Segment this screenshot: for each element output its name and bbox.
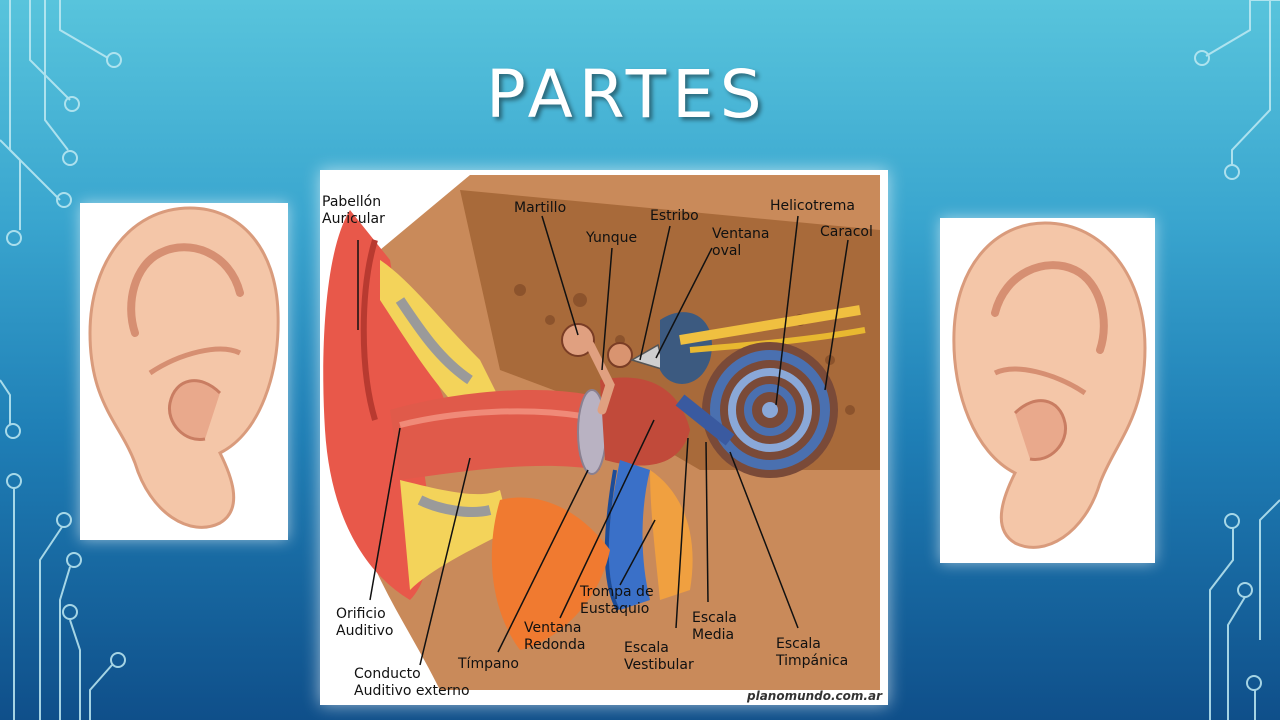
label-escala-vestibular: Escala Vestibular: [624, 640, 694, 673]
label-helicotrema: Helicotrema: [770, 198, 855, 214]
label-pabellon-auricular: Pabellón Auricular: [322, 194, 385, 227]
right-ear-image: [940, 218, 1155, 563]
label-orificio-auditivo: Orificio Auditivo: [336, 606, 394, 639]
ear-illustration: [88, 206, 280, 529]
label-estribo: Estribo: [650, 208, 699, 224]
label-martillo: Martillo: [514, 200, 567, 216]
label-ventana-oval: Ventana oval: [712, 226, 770, 259]
label-conducto-auditivo: Conducto Auditivo externo: [354, 666, 470, 699]
left-ear-image: [80, 203, 288, 540]
label-escala-timpanica: Escala Timpánica: [776, 636, 849, 669]
watermark: planomundo.com.ar: [746, 689, 882, 703]
ear-anatomy-illustration: [323, 175, 880, 690]
label-caracol: Caracol: [820, 224, 873, 240]
ear-anatomy-diagram: Pabellón Auricular Martillo Yunque Estri…: [320, 170, 888, 705]
label-timpano: Tímpano: [458, 656, 519, 672]
label-ventana-redonda: Ventana Redonda: [524, 620, 586, 653]
slide-title: PARTES: [486, 56, 768, 133]
label-escala-media: Escala Media: [692, 610, 737, 643]
label-trompa-eustaquio: Trompa de Eustaquio: [580, 584, 654, 617]
label-yunque: Yunque: [586, 230, 638, 246]
ear-illustration: [952, 221, 1147, 549]
